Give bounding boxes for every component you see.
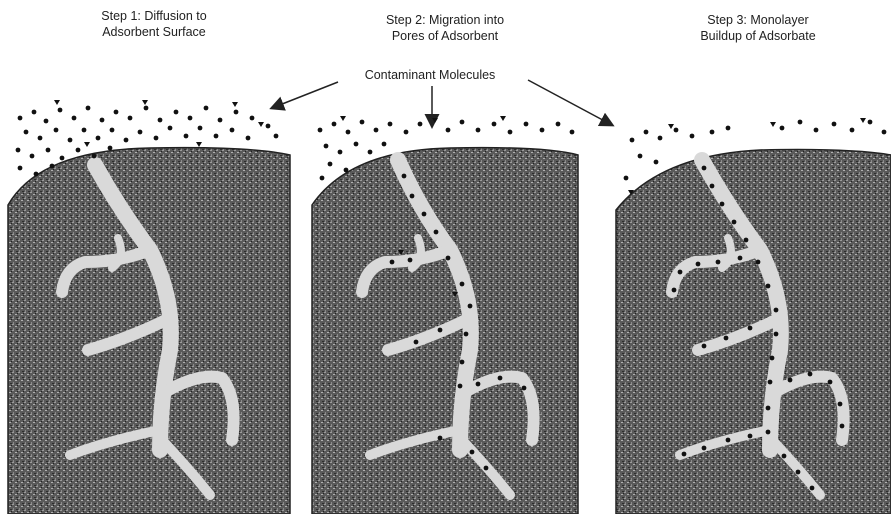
callout-arrow-left xyxy=(272,82,338,108)
step-1-panel xyxy=(8,100,290,514)
callout-arrow-right xyxy=(528,80,612,125)
step-2-panel xyxy=(312,116,578,514)
step-3-panel xyxy=(616,118,891,514)
